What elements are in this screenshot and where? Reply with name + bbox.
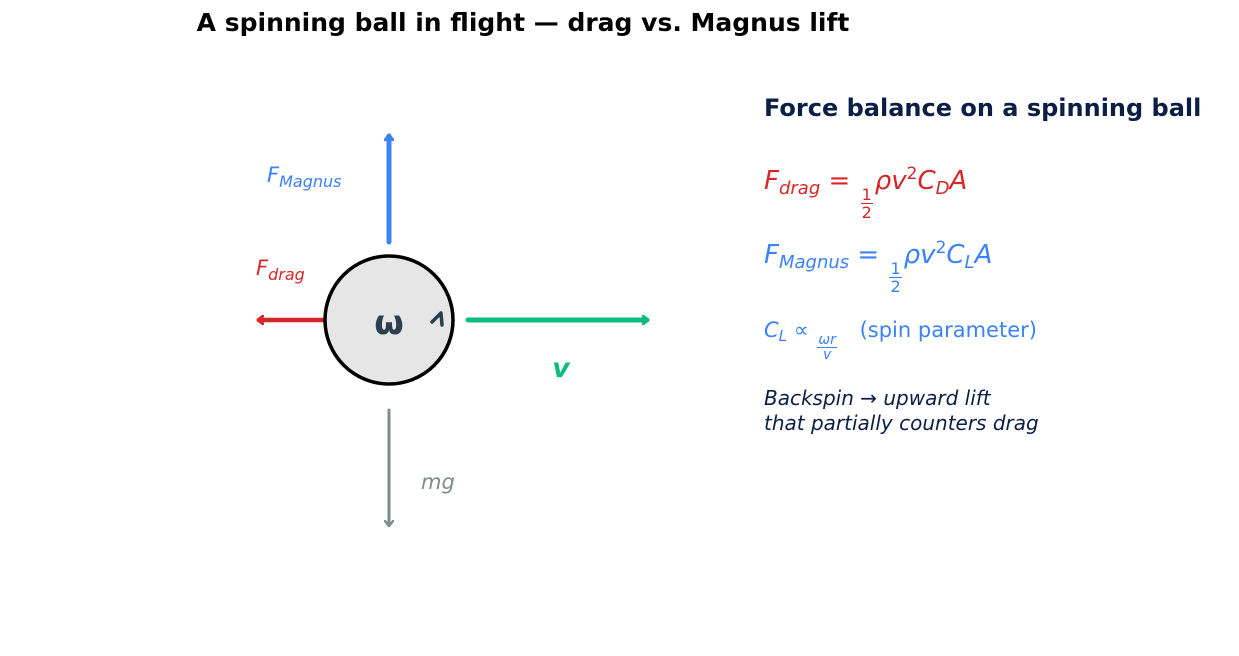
spin-parameter-note: (spin parameter) xyxy=(859,318,1037,342)
backspin-remark: Backspin → upward lift that partially co… xyxy=(764,386,1039,435)
gravity-label: mg xyxy=(421,470,455,494)
spin-direction-icon xyxy=(430,311,444,327)
force-diagram: FMagnus Fdrag v mg ω xyxy=(256,133,650,656)
panel-heading: Force balance on a spinning ball xyxy=(764,94,1202,122)
velocity-label: v xyxy=(552,353,571,384)
spin-symbol: ω xyxy=(374,303,404,343)
magnus-force-label: FMagnus xyxy=(267,163,341,191)
equation-panel: Force balance on a spinning ball Fdrag =… xyxy=(764,94,1234,435)
page-title: A spinning ball in flight — drag vs. Mag… xyxy=(196,8,850,37)
drag-force-label: Fdrag xyxy=(256,256,305,284)
spinning-ball xyxy=(323,254,455,386)
